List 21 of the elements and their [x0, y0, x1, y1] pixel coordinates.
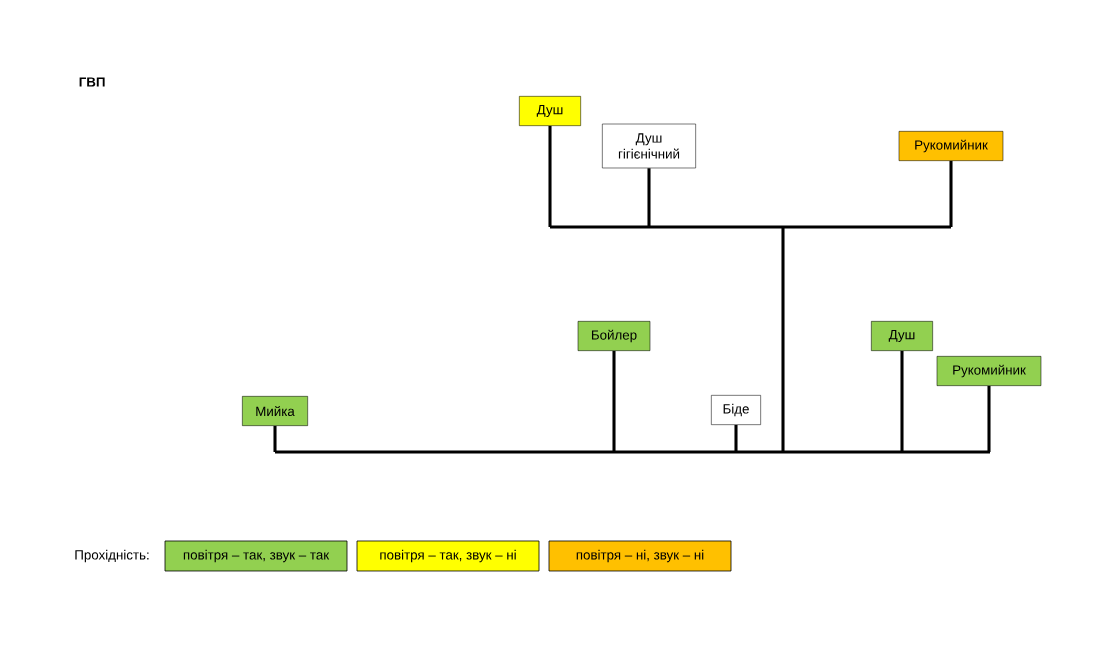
fixture-box: Рукомийник: [898, 131, 1004, 161]
heading: ГВП: [79, 77, 105, 87]
fixture-box: Душ гігієнічний: [602, 123, 696, 169]
legend-item: повітря – так, звук – ні: [356, 540, 540, 572]
riser-pipe: [647, 168, 651, 227]
riser-pipe: [548, 125, 552, 227]
riser-pipe: [900, 350, 904, 452]
legend-item: повітря – ні, звук – ні: [548, 540, 732, 572]
riser-pipe: [273, 425, 277, 452]
fixture-box: Біде: [711, 395, 761, 425]
fixture-box: Душ: [871, 321, 933, 351]
fixture-box: Рукомийник: [936, 356, 1042, 386]
legend-item: повітря – так, звук – так: [164, 540, 348, 572]
fixture-box: Бойлер: [577, 321, 651, 351]
riser-pipe: [987, 385, 991, 452]
riser-pipe: [612, 350, 616, 452]
legend-heading: Прохідність:: [75, 549, 149, 563]
fixture-box: Мийка: [242, 396, 308, 426]
fixture-box: Душ: [519, 96, 581, 126]
riser-pipe: [949, 160, 953, 227]
riser-pipe: [734, 424, 738, 452]
